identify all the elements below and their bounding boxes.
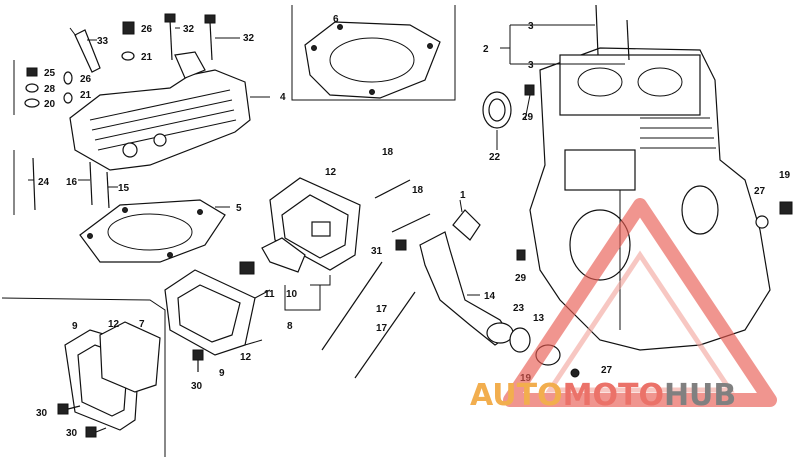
label-29-mid: 29 [515, 273, 527, 284]
label-26-left: 26 [80, 74, 92, 85]
label-21-top: 21 [141, 52, 153, 63]
label-27-bottom: 27 [601, 365, 613, 376]
label-12-lower: 12 [240, 352, 252, 363]
watermark-moto: MOTO [563, 378, 664, 413]
label-23: 23 [513, 303, 525, 314]
label-16: 16 [66, 177, 78, 188]
studs-center [321, 179, 431, 379]
head-gasket-inset [304, 21, 441, 99]
watermark-hub: HUB [664, 378, 736, 413]
bolts-30 [57, 349, 204, 438]
label-3-top: 3 [528, 21, 534, 32]
label-2: 2 [483, 44, 489, 55]
label-27-right: 27 [754, 186, 766, 197]
label-33: 33 [97, 36, 109, 47]
label-17-lower: 17 [376, 323, 388, 334]
breather-cover [164, 269, 271, 356]
spark-plug [69, 27, 101, 73]
label-12-inset: 12 [108, 319, 120, 330]
label-20: 20 [44, 99, 56, 110]
part-labels: 2 3 3 26 32 33 21 32 25 28 20 26 21 4 6 … [36, 14, 791, 439]
label-18-mid: 18 [412, 185, 424, 196]
label-21-left: 21 [80, 90, 92, 101]
label-25: 25 [44, 68, 56, 79]
head-gasket [79, 199, 226, 263]
label-8: 8 [287, 321, 293, 332]
inset-frames [1, 5, 456, 457]
svg-text:AUTOMOTOHUB: AUTOMOTOHUB [470, 378, 736, 413]
label-30-center: 30 [191, 381, 203, 392]
label-15: 15 [118, 183, 130, 194]
breather-cover-inset [64, 321, 161, 431]
head-bolts [63, 13, 216, 104]
watermark-triangle-icon [503, 198, 777, 407]
label-31: 31 [371, 246, 383, 257]
label-12-center: 12 [325, 167, 337, 178]
label-3-bottom: 3 [528, 60, 534, 71]
label-18-top: 18 [382, 147, 394, 158]
label-17-upper: 17 [376, 304, 388, 315]
label-5: 5 [236, 203, 242, 214]
label-22: 22 [489, 152, 501, 163]
label-32-top: 32 [183, 24, 195, 35]
breather-assembly-center [239, 177, 361, 275]
label-32-right: 32 [243, 33, 255, 44]
label-10: 10 [286, 289, 298, 300]
label-30-inset-top: 30 [36, 408, 48, 419]
label-19-right: 19 [779, 170, 791, 181]
label-24: 24 [38, 177, 50, 188]
intake-pipe [419, 209, 531, 353]
oil-seal [482, 84, 535, 129]
label-30-inset-bottom: 30 [66, 428, 78, 439]
watermark-logo: AUTOMOTOHUB [470, 198, 777, 413]
leader-lines [28, 24, 625, 311]
label-26-top: 26 [141, 24, 153, 35]
label-9-inset: 9 [72, 321, 78, 332]
label-11: 11 [264, 289, 275, 300]
label-13: 13 [533, 313, 545, 324]
small-hardware-left [24, 67, 40, 108]
label-29-top: 29 [522, 112, 534, 123]
label-6: 6 [333, 14, 339, 25]
label-4: 4 [280, 92, 286, 103]
label-28: 28 [44, 84, 56, 95]
label-1: 1 [460, 190, 466, 201]
studs-left [32, 157, 110, 211]
watermark-auto: AUTO [470, 378, 563, 413]
cylinder-head [69, 51, 251, 171]
label-14: 14 [484, 291, 496, 302]
label-7: 7 [139, 319, 145, 330]
label-9-center: 9 [219, 368, 225, 379]
